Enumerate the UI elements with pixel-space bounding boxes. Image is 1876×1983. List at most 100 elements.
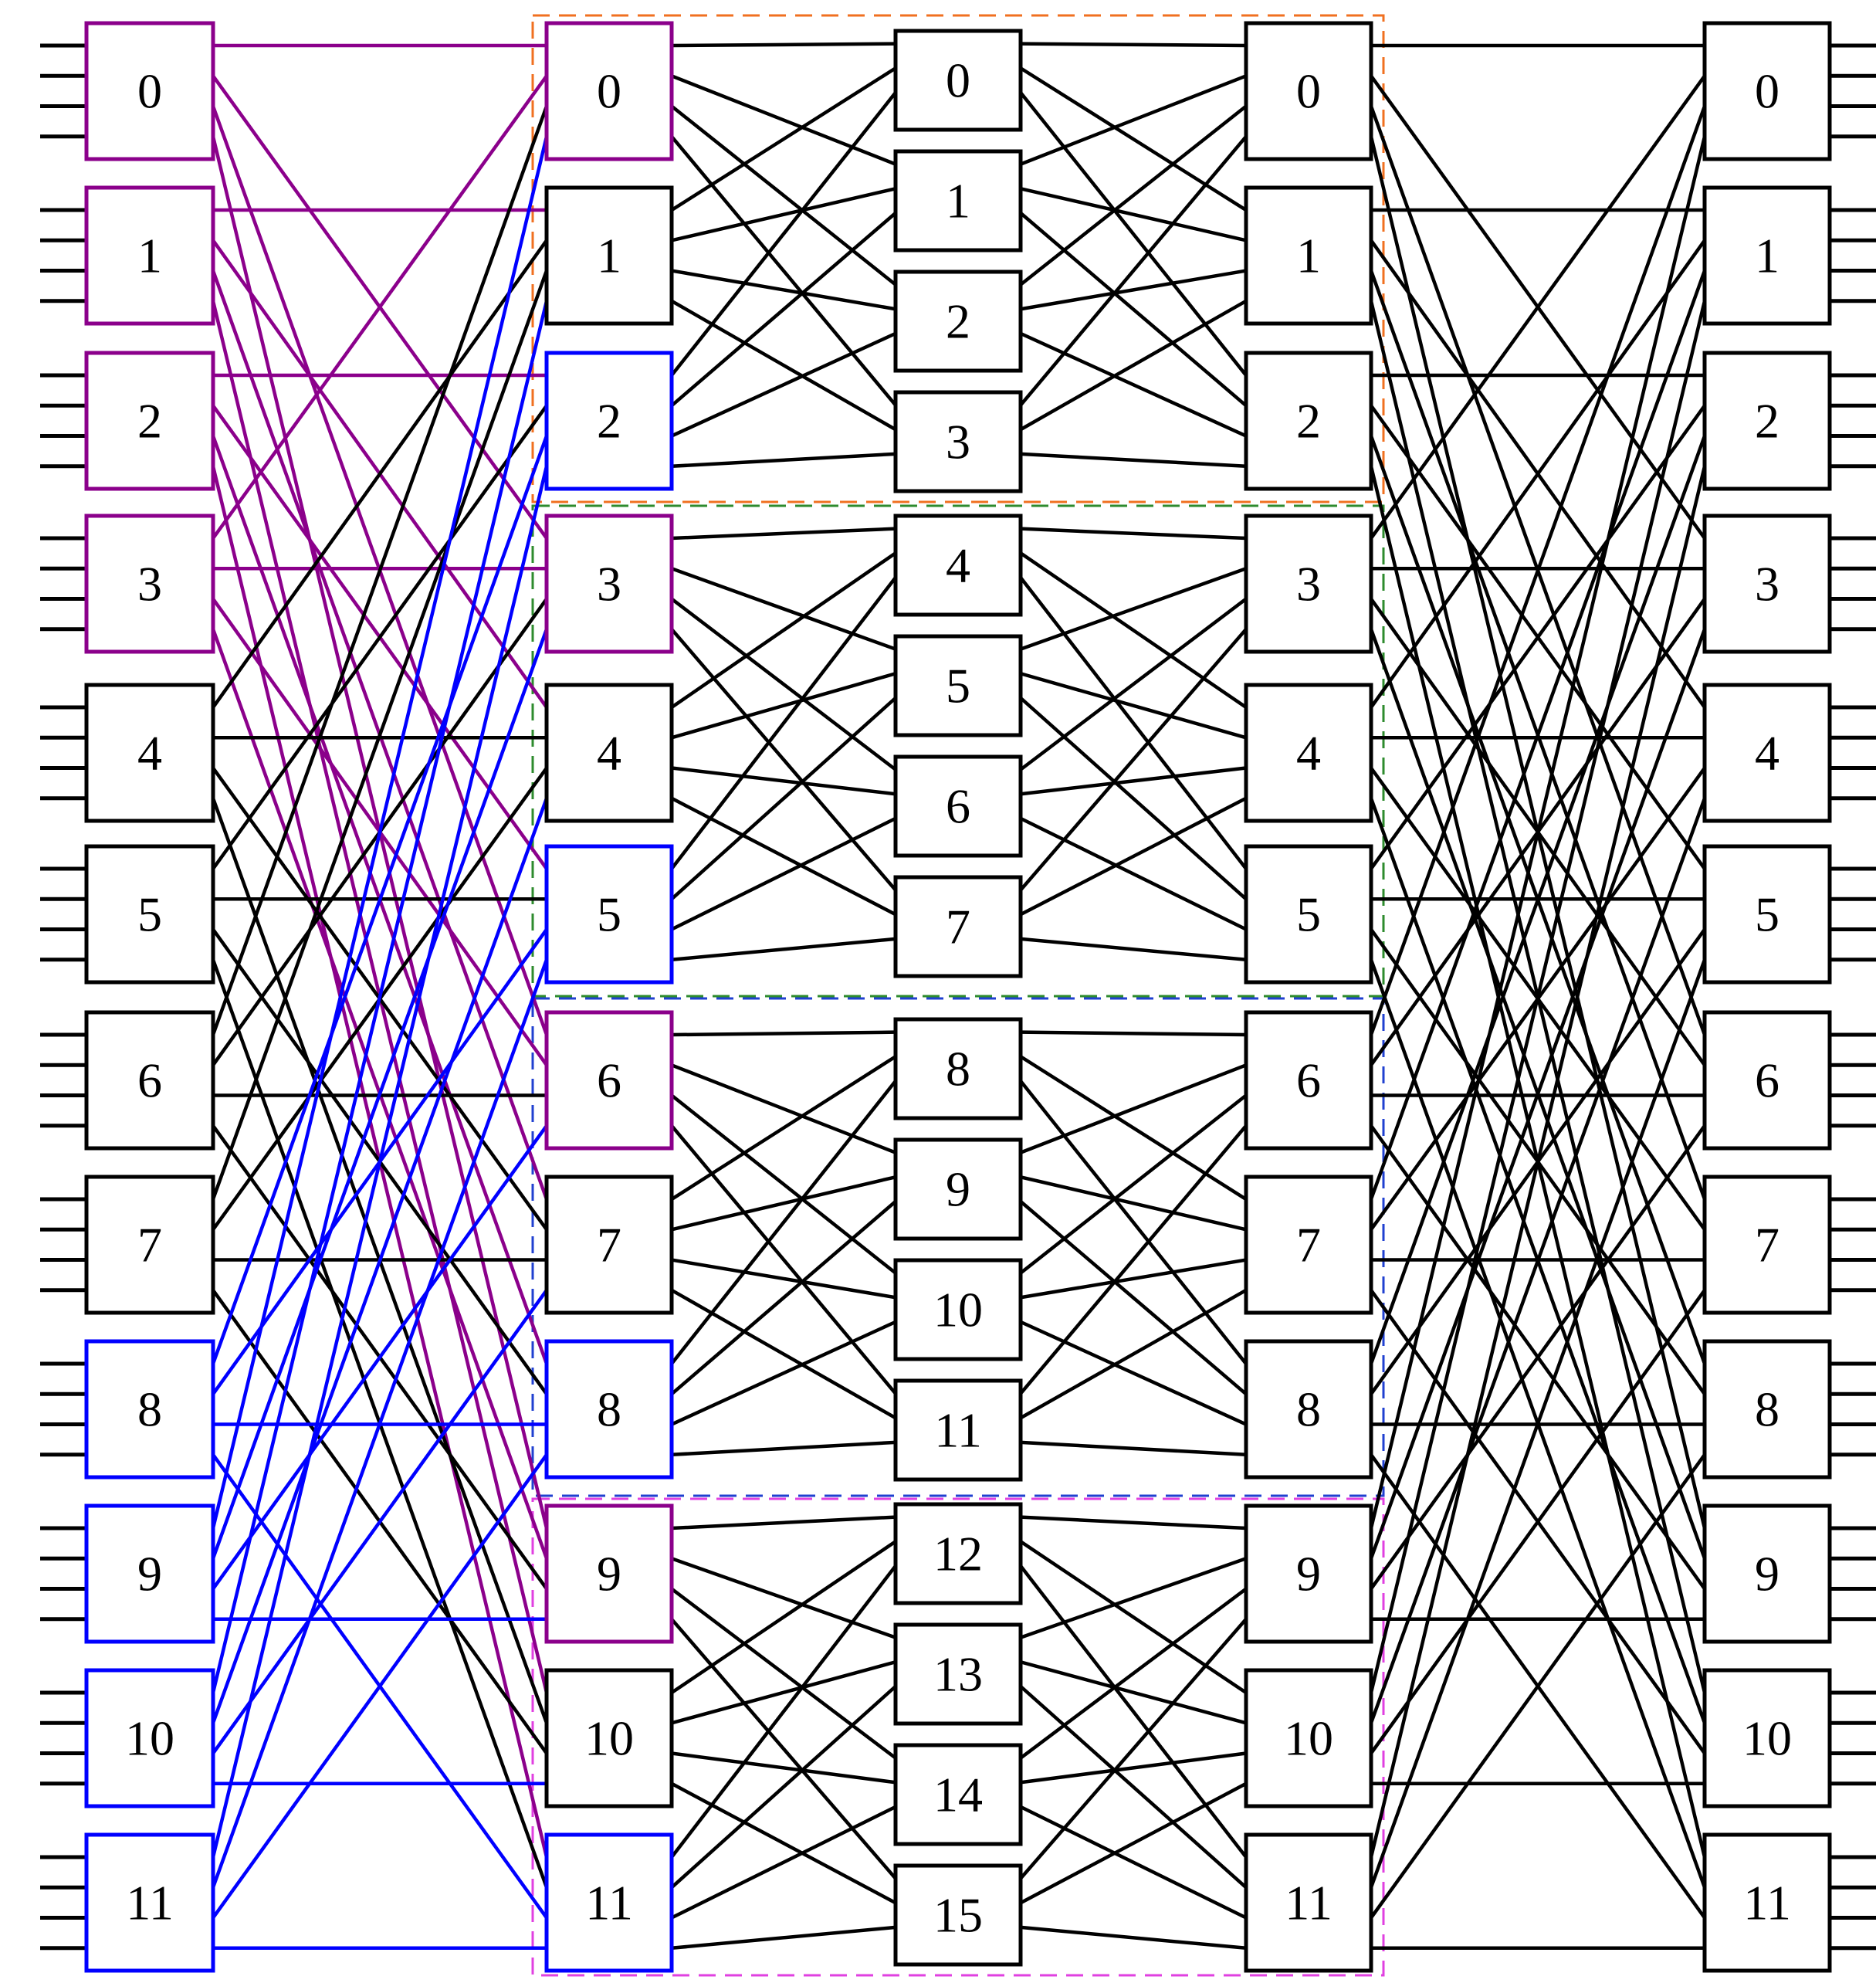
wire-middle-2-to-stage3-2: [1020, 331, 1247, 438]
ingress-switch-box: [84, 185, 215, 326]
stage3-switch-box: [1244, 185, 1373, 326]
wire-middle-7-to-stage3-4: [1019, 796, 1248, 917]
ingress-switch-label: 6: [137, 1053, 162, 1108]
stage3-switch-11: 11: [1244, 1832, 1373, 1973]
egress-switch-box: [1702, 185, 1832, 326]
wire-middle-5-to-stage3-5: [1019, 697, 1248, 900]
stage3-switch-label: 6: [1296, 1053, 1321, 1108]
stage3-switch-box: [1244, 1010, 1373, 1151]
wire-stage1-8-to-middle-8: [670, 1080, 897, 1365]
stage1-switch-label: 10: [584, 1711, 634, 1766]
stage1-switch-label: 7: [597, 1218, 621, 1273]
wire-stage1-4-to-middle-6: [671, 766, 896, 796]
wire-middle-14-to-stage3-9: [1019, 1587, 1248, 1760]
stage3-switch-label: 7: [1296, 1218, 1321, 1273]
stage1-switch-box: [544, 1175, 674, 1315]
middle-switch-6: 6: [893, 754, 1023, 858]
stage1-switch-label: 9: [597, 1547, 621, 1602]
wire-ingress-10-to-stage1-4: [211, 798, 549, 1724]
middle-switch-label: 2: [946, 294, 970, 349]
egress-switch-9: 9: [1702, 1503, 1832, 1644]
egress-switch-0: 0: [1702, 21, 1832, 161]
ingress-switch-label: 1: [137, 229, 162, 283]
stage3-switch-box: [1244, 1668, 1373, 1808]
stage3-switch-1: 1: [1244, 185, 1373, 326]
wire-middle-13-to-stage3-10: [1020, 1660, 1247, 1725]
wire-ingress-11-to-stage1-2: [211, 466, 549, 1858]
stage3-switch-label: 10: [1284, 1711, 1333, 1766]
ingress-switch-6: 6: [84, 1010, 215, 1151]
middle-switch-box: [893, 754, 1023, 858]
middle-switch-box: [893, 1137, 1023, 1241]
middle-switch-label: 14: [933, 1768, 983, 1822]
middle-switch-box: [893, 514, 1023, 617]
egress-switch-label: 9: [1755, 1547, 1779, 1602]
middle-switch-2: 2: [893, 269, 1023, 373]
middle-switch-13: 13: [893, 1622, 1023, 1726]
egress-switch-label: 10: [1742, 1711, 1792, 1766]
ingress-switch-label: 10: [125, 1711, 174, 1766]
stage1-switch-box: [544, 185, 674, 326]
middle-switch-box: [893, 1378, 1023, 1482]
egress-switch-11: 11: [1702, 1832, 1832, 1973]
wire-ingress-7-to-stage1-1: [211, 269, 549, 1200]
wire-stage1-9-to-middle-12: [671, 1515, 896, 1530]
wire-stage1-10-to-middle-13: [671, 1660, 896, 1725]
stage1-switch-2: 2: [544, 351, 674, 491]
stage3-switch-label: 9: [1296, 1547, 1321, 1602]
ingress-switch-box: [84, 1339, 215, 1480]
stage3-switch-box: [1244, 1832, 1373, 1973]
wire-stage1-7-to-middle-9: [671, 1175, 896, 1232]
pod-group-frame-1: [531, 504, 1385, 998]
middle-switch-1: 1: [893, 149, 1023, 253]
stage1-switch-9: 9: [544, 1503, 674, 1644]
ingress-switch-label: 0: [137, 64, 162, 119]
pod-group-frame-2: [531, 997, 1385, 1497]
middle-switch-8: 8: [893, 1017, 1023, 1120]
middle-switch-4: 4: [893, 514, 1023, 617]
ingress-switch-11: 11: [84, 1832, 215, 1973]
egress-switch-box: [1702, 844, 1832, 985]
ingress-switch-box: [84, 1503, 215, 1644]
egress-switch-label: 8: [1755, 1382, 1779, 1437]
wire-stage1-5-to-middle-6: [671, 816, 896, 931]
middle-switch-label: 3: [946, 415, 970, 469]
stage1-switch-5: 5: [544, 844, 674, 985]
egress-switch-box: [1702, 1503, 1832, 1644]
stage3-switch-label: 11: [1285, 1876, 1333, 1930]
ingress-switch-0: 0: [84, 21, 215, 161]
wire-middle-13-to-stage3-11: [1019, 1685, 1248, 1889]
wire-stage1-5-to-middle-5: [670, 697, 897, 900]
middle-switch-14: 14: [893, 1743, 1023, 1846]
middle-switch-box: [893, 29, 1023, 132]
middle-switch-label: 8: [946, 1042, 970, 1097]
egress-switch-4: 4: [1702, 683, 1832, 823]
stage3-switch-7: 7: [1244, 1175, 1373, 1315]
wire-middle-4-to-stage3-3: [1020, 527, 1247, 541]
wire-stage3-7-to-egress-10: [1370, 1289, 1706, 1754]
wire-stage3-1-to-egress-7: [1369, 269, 1707, 1200]
wire-middle-5-to-stage3-4: [1020, 672, 1247, 740]
middle-switch-label: 12: [933, 1527, 983, 1581]
wire-stage1-0-to-middle-1: [671, 74, 896, 166]
wire-stage1-7-to-middle-11: [670, 1288, 897, 1420]
wire-middle-1-to-stage3-1: [1020, 187, 1247, 242]
stage3-switch-label: 4: [1296, 726, 1321, 781]
middle-switch-box: [893, 269, 1023, 373]
egress-switch-box: [1702, 514, 1832, 654]
wire-stage1-0-to-middle-0: [671, 42, 896, 48]
ingress-switch-box: [84, 514, 215, 654]
wire-middle-7-to-stage3-3: [1019, 628, 1248, 892]
middle-switch-box: [893, 634, 1023, 737]
stage3-switch-box: [1244, 21, 1373, 161]
stage1-switch-4: 4: [544, 683, 674, 823]
middle-switch-label: 10: [933, 1283, 983, 1337]
stage1-switch-label: 5: [597, 887, 621, 942]
wire-middle-4-to-stage3-4: [1019, 551, 1248, 709]
stage3-switch-4: 4: [1244, 683, 1373, 823]
stage1-switch-label: 8: [597, 1382, 621, 1437]
wire-middle-9-to-stage3-8: [1019, 1200, 1248, 1395]
wire-middle-6-to-stage3-3: [1019, 597, 1248, 771]
wire-stage1-3-to-middle-6: [670, 597, 897, 771]
